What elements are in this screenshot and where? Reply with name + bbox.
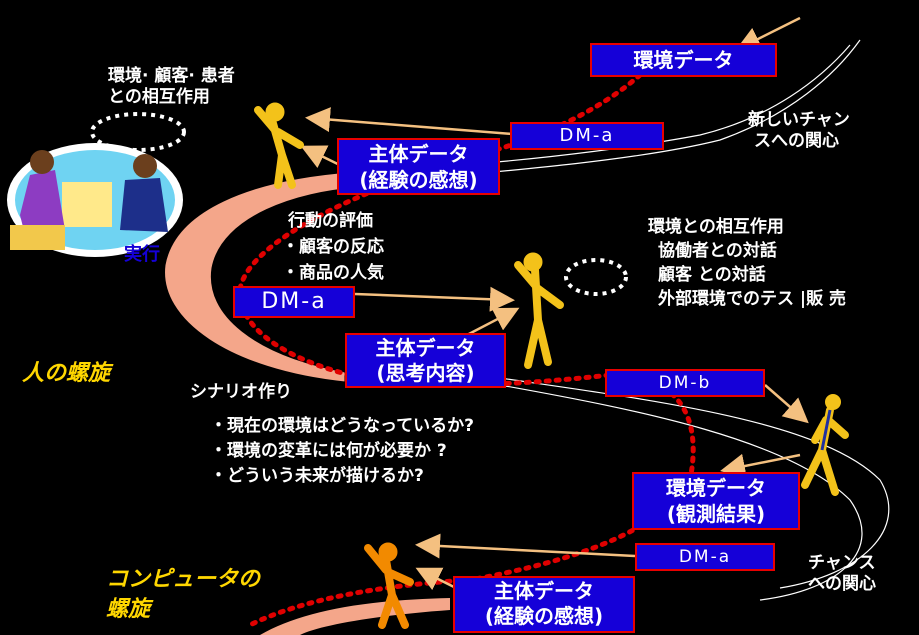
evaluation-item-1: ・顧客の反応 <box>282 237 384 257</box>
arrow-dm-bottom <box>415 533 636 559</box>
env-data-top-box: 環境データ <box>590 43 777 77</box>
interaction-top-line-2: との相互作用 <box>108 87 210 108</box>
human-spiral-text: 人の螺旋 <box>22 361 111 386</box>
execute-label: 実行 <box>124 244 160 267</box>
interaction-cycle-icon <box>90 112 186 152</box>
chance-bottom-line-2: への関心 <box>808 574 876 595</box>
scenario-title: シナリオ作り <box>190 382 292 403</box>
subject-data-3-subtitle: (経験の感想) <box>484 604 604 628</box>
evaluation-item-2: ・商品の人気 <box>282 263 384 283</box>
arrow-env-obs <box>720 453 801 479</box>
subject-data-3-box: 主体データ (経験の感想) <box>453 576 635 633</box>
person-pointing-icon <box>364 542 414 629</box>
env-interaction-item-1: 協働者との対話 <box>658 241 777 261</box>
env-interaction-cycle-icon <box>564 258 628 296</box>
evaluation-title: 行動の評価 <box>288 211 373 231</box>
env-interaction-title: 環境との相互作用 <box>648 217 784 237</box>
subject-data-2-title: 主体データ <box>375 336 476 360</box>
chance-bottom-line-1: チャンス <box>808 553 876 573</box>
evaluation-text: 行動の評価 ・顧客の反応 ・商品の人気 <box>258 208 384 286</box>
chance-bottom-text: チャンス への関心 <box>808 553 876 596</box>
new-chance-line-2: スへの関心 <box>754 131 839 152</box>
arrow-dm-mid <box>354 286 515 312</box>
human-spiral-label: 人の螺旋 <box>22 355 110 387</box>
scenario-item-1: ・現在の環境はどうなっているか? <box>210 416 475 436</box>
person-walking-icon <box>801 394 849 496</box>
subject-data-2-box: 主体データ (思考内容) <box>345 333 506 388</box>
dm-a-top-label: DM-a <box>559 125 615 146</box>
env-data-obs-subtitle: (観測結果) <box>666 502 766 526</box>
env-interaction-item-2: 顧客 との対話 <box>658 265 766 285</box>
dm-a-bottom-box: DM-a <box>635 543 775 571</box>
person-idea-icon <box>514 252 564 369</box>
new-chance-text: 新しいチャン スへの関心 <box>748 110 850 153</box>
interaction-top-text: 環境· 顧客· 患者 との相互作用 <box>108 66 235 109</box>
scenario-item-2: ・環境の変革には何が必要か ? <box>210 441 447 461</box>
arrow-dm-top <box>305 107 513 136</box>
dm-b-box: DM-b <box>605 369 765 397</box>
computer-spiral-line-2: 螺旋 <box>106 597 151 622</box>
new-chance-line-1: 新しいチャン <box>748 110 850 130</box>
env-interaction-item-3: 外部環境でのテス |販 売 <box>658 289 847 309</box>
subject-data-1-title: 主体データ <box>368 142 469 166</box>
env-interaction-text: 環境との相互作用 協働者との対話 顧客 との対話 外部環境でのテス |販 売 <box>648 215 846 311</box>
person-thinking-icon <box>254 102 304 189</box>
scenario-items: ・現在の環境はどうなっているか? ・環境の変革には何が必要か ? ・どういう未来… <box>210 414 474 489</box>
handshake-clipart-icon <box>7 143 183 257</box>
env-data-obs-box: 環境データ (観測結果) <box>632 472 800 530</box>
arrow-dm-b <box>764 384 809 424</box>
subject-data-2-subtitle: (思考内容) <box>376 361 475 385</box>
scenario-item-3: ・どういう未来が描けるか? <box>210 466 424 486</box>
computer-spiral-line-1: コンピュータの <box>106 567 261 592</box>
env-data-obs-title: 環境データ <box>666 476 766 500</box>
dm-b-label: DM-b <box>658 373 712 393</box>
computer-spiral-band <box>260 598 450 635</box>
arrow-subject2 <box>464 307 520 338</box>
scenario-title-text: シナリオ作り <box>190 382 292 402</box>
interaction-top-line-1: 環境· 顧客· 患者 <box>108 66 235 86</box>
env-data-top-label: 環境データ <box>633 48 734 72</box>
subject-data-1-box: 主体データ (経験の感想) <box>337 138 500 195</box>
computer-spiral-label: コンピュータの 螺旋 <box>106 565 260 625</box>
human-spiral-band <box>164 171 356 383</box>
dm-a-top-box: DM-a <box>510 122 664 150</box>
subject-data-1-subtitle: (経験の感想) <box>359 168 478 192</box>
execute-text: 実行 <box>124 244 160 265</box>
dm-a-bottom-label: DM-a <box>678 547 732 567</box>
dm-a-mid-box: DM-a <box>233 286 355 318</box>
dm-a-mid-label: DM-a <box>261 289 327 314</box>
subject-data-3-title: 主体データ <box>494 579 594 603</box>
